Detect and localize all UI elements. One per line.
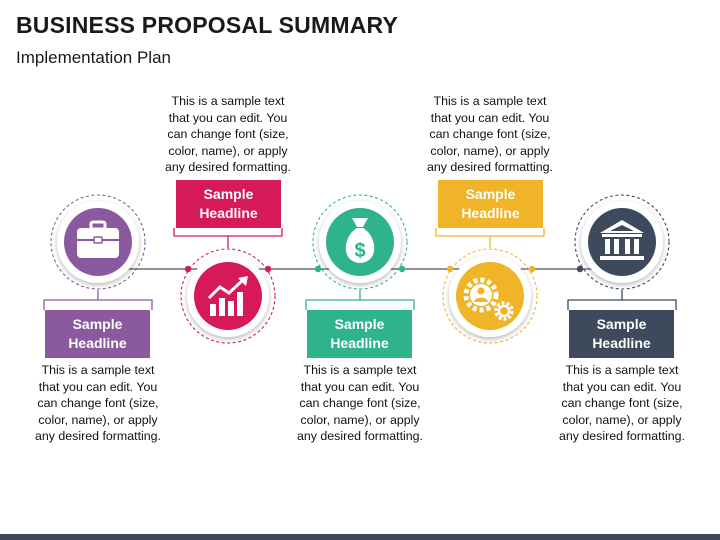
connector-3: [305, 290, 415, 310]
connector-4: [435, 228, 545, 248]
svg-text:$: $: [354, 240, 365, 262]
timeline-dot: [264, 265, 272, 273]
timeline-dot: [184, 265, 192, 273]
page-title: BUSINESS PROPOSAL SUMMARY: [16, 12, 398, 38]
bank-building-icon: [600, 220, 644, 260]
step-node-3: $: [312, 194, 408, 290]
connector-1: [43, 290, 153, 310]
step-1-description: This is a sample text that you can edit.…: [34, 363, 162, 444]
step-3-description: This is a sample text that you can edit.…: [296, 363, 424, 444]
connector-2: [173, 228, 283, 248]
step-node-1: [50, 194, 146, 290]
briefcase-icon: [77, 220, 119, 258]
step-5-description: This is a sample text that you can edit.…: [558, 363, 686, 444]
step-4-headline: Sample Headline: [438, 180, 543, 228]
step-4-description: This is a sample text that you can edit.…: [426, 94, 554, 175]
step-3-headline: Sample Headline: [307, 310, 412, 358]
step-5-headline: Sample Headline: [569, 310, 674, 358]
step-node-2: [180, 248, 276, 344]
step-node-4: [442, 248, 538, 344]
step-1-headline: Sample Headline: [45, 310, 150, 358]
timeline-dot: [398, 265, 406, 273]
step-2-headline: Sample Headline: [176, 180, 281, 228]
step-2-description: This is a sample text that you can edit.…: [164, 94, 292, 175]
gear-person-icon: [463, 277, 514, 321]
timeline-dot: [314, 265, 322, 273]
footer-bar: [0, 534, 720, 540]
timeline-dot: [528, 265, 536, 273]
timeline-dot: [446, 265, 454, 273]
timeline-dot: [576, 265, 584, 273]
page-subtitle: Implementation Plan: [16, 48, 171, 67]
growth-chart-icon: [207, 276, 248, 316]
connector-5: [567, 290, 677, 310]
step-node-5: [574, 194, 670, 290]
money-bag-icon: $: [345, 218, 375, 263]
